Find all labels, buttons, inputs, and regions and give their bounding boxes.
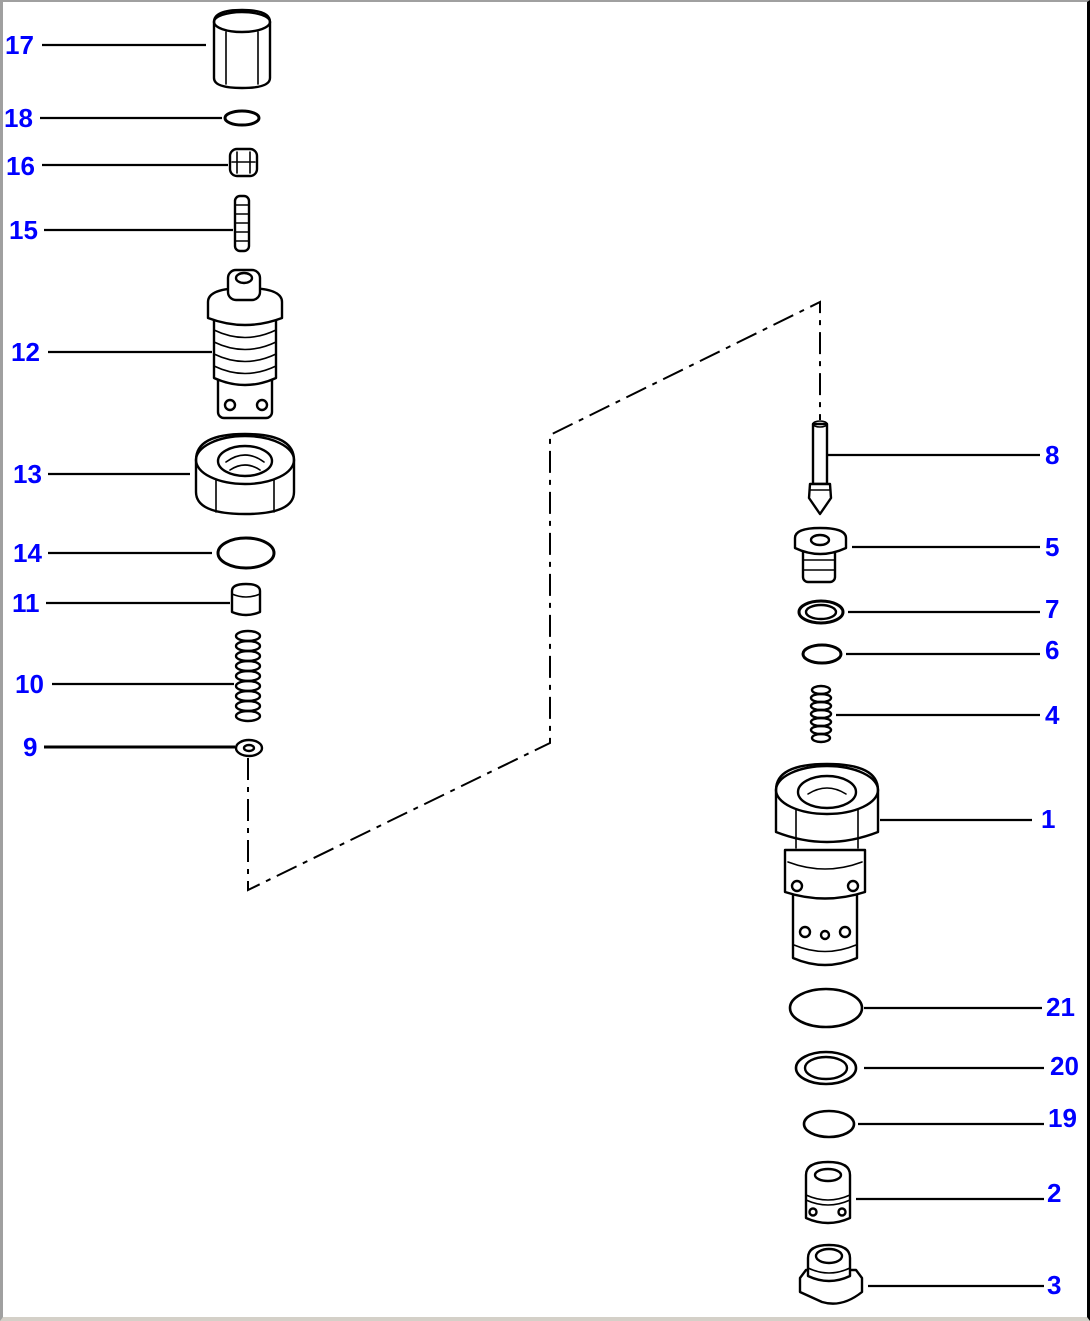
part-5-seat[interactable] bbox=[793, 526, 848, 584]
part-21-o-ring[interactable] bbox=[788, 987, 864, 1029]
part-17-cap[interactable] bbox=[212, 8, 272, 90]
callout-3[interactable]: 3 bbox=[1047, 1270, 1061, 1300]
callout-7[interactable]: 7 bbox=[1045, 594, 1059, 624]
part-8-pilot-poppet[interactable] bbox=[807, 420, 833, 516]
part-3-plug[interactable] bbox=[798, 1243, 864, 1305]
part-14-o-ring[interactable] bbox=[216, 536, 276, 570]
callout-13[interactable]: 13 bbox=[13, 459, 42, 489]
part-9-poppet[interactable] bbox=[234, 738, 264, 758]
part-2-sleeve[interactable] bbox=[804, 1160, 852, 1225]
callout-5[interactable]: 5 bbox=[1045, 532, 1059, 562]
callout-9[interactable]: 9 bbox=[23, 732, 37, 762]
callout-18[interactable]: 18 bbox=[4, 103, 33, 133]
callout-19[interactable]: 19 bbox=[1048, 1103, 1077, 1133]
callout-10[interactable]: 10 bbox=[15, 669, 44, 699]
callout-1[interactable]: 1 bbox=[1041, 804, 1055, 834]
callout-15[interactable]: 15 bbox=[9, 215, 38, 245]
callout-4[interactable]: 4 bbox=[1045, 700, 1060, 730]
callout-12[interactable]: 12 bbox=[11, 337, 40, 367]
part-6-o-ring[interactable] bbox=[801, 643, 843, 665]
part-19-o-ring[interactable] bbox=[802, 1109, 856, 1139]
part-20-backup-ring[interactable] bbox=[794, 1050, 858, 1086]
part-1-valve-body[interactable] bbox=[774, 762, 880, 967]
part-15-set-screw[interactable] bbox=[233, 194, 251, 253]
part-18-o-ring[interactable] bbox=[223, 109, 261, 127]
part-12-adjuster[interactable] bbox=[206, 268, 284, 420]
assembly-path-line bbox=[247, 300, 821, 892]
part-16-nut[interactable] bbox=[228, 147, 259, 178]
part-11-spring-seat[interactable] bbox=[230, 582, 262, 617]
callout-20[interactable]: 20 bbox=[1050, 1051, 1079, 1081]
callout-6[interactable]: 6 bbox=[1045, 635, 1059, 665]
callout-11[interactable]: 11 bbox=[12, 588, 40, 618]
callout-14[interactable]: 14 bbox=[13, 538, 42, 568]
part-7-backup-ring[interactable] bbox=[797, 599, 845, 625]
part-4-spring[interactable] bbox=[809, 684, 833, 744]
callout-2[interactable]: 2 bbox=[1047, 1178, 1061, 1208]
callout-21[interactable]: 21 bbox=[1046, 992, 1075, 1022]
callout-8[interactable]: 8 bbox=[1045, 440, 1059, 470]
callout-16[interactable]: 16 bbox=[6, 151, 35, 181]
callout-17[interactable]: 17 bbox=[5, 30, 34, 60]
part-13-lock-nut[interactable] bbox=[194, 432, 296, 516]
part-10-spring[interactable] bbox=[234, 629, 262, 723]
